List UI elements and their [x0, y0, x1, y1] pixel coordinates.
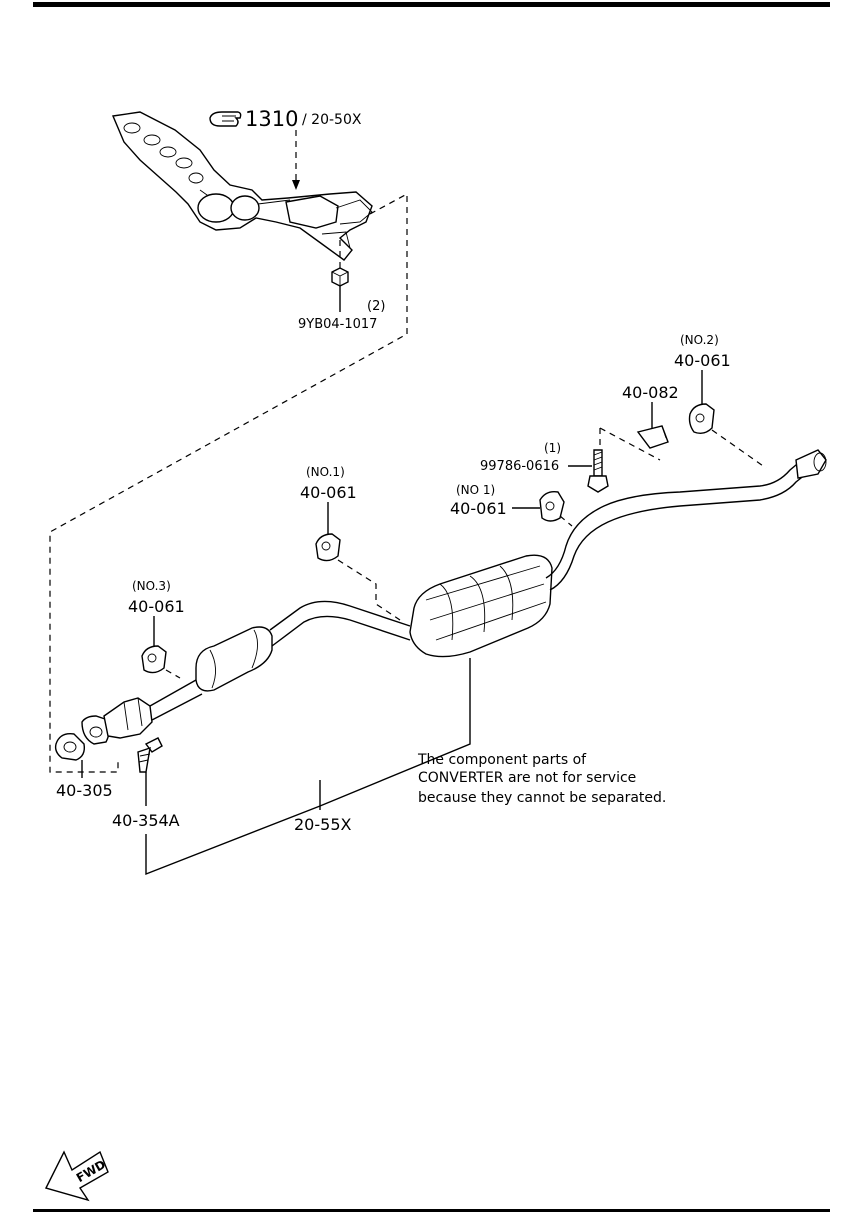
- main-ref-label: 1310: [245, 107, 298, 131]
- bracket-part-label: 40-082: [622, 383, 679, 402]
- pointing-hand-icon: [209, 111, 242, 127]
- note-line-2: CONVERTER are not for service: [418, 770, 636, 786]
- bolt-icon: [587, 449, 609, 493]
- top-rule: [33, 2, 830, 7]
- hanger-no3-part-label: 40-061: [128, 597, 185, 616]
- hanger-no3-qty-label: (NO.3): [132, 579, 171, 593]
- gasket-part-label: 40-305: [56, 781, 113, 800]
- bracket-icon: [636, 425, 669, 449]
- rubber-hanger-no1b-icon: [539, 490, 565, 522]
- pipe-assembly-part-label: 20-55X: [294, 815, 351, 834]
- nut-qty-label: (2): [367, 299, 385, 314]
- nut-icon: [331, 267, 349, 287]
- hanger-no1b-part-label: 40-061: [450, 499, 507, 518]
- hanger-no2-qty-label: (NO.2): [680, 333, 719, 347]
- gasket-icon: [54, 733, 86, 761]
- bolt-qty-label: (1): [544, 441, 561, 455]
- exhaust-pipe-assembly: [81, 449, 827, 745]
- rubber-hanger-no1a-icon: [315, 533, 341, 562]
- fwd-arrow-icon: FWD: [44, 1150, 109, 1202]
- note-line-1: The component parts of: [417, 752, 587, 768]
- main-ref-sub-label: / 20-50X: [302, 112, 362, 128]
- exhaust-manifold: [112, 111, 373, 261]
- stud-bolt-icon: [137, 737, 163, 773]
- hanger-no1a-part-label: 40-061: [300, 483, 357, 502]
- stud-part-label: 40-354A: [112, 811, 180, 830]
- bolt-part-label: 99786-0616: [480, 459, 559, 474]
- hanger-no2-part-label: 40-061: [674, 351, 731, 370]
- hanger-no1a-qty-label: (NO.1): [306, 465, 345, 479]
- nut-part-label: 9YB04-1017: [298, 317, 377, 332]
- rubber-hanger-no2-icon: [688, 403, 715, 435]
- hanger-no1b-qty-label: (NO 1): [456, 483, 495, 497]
- rubber-hanger-no3-icon: [141, 645, 167, 674]
- bottom-rule: [33, 1209, 830, 1212]
- note-line-3: because they cannot be separated.: [418, 790, 666, 806]
- main-ref-arrow: [292, 180, 300, 190]
